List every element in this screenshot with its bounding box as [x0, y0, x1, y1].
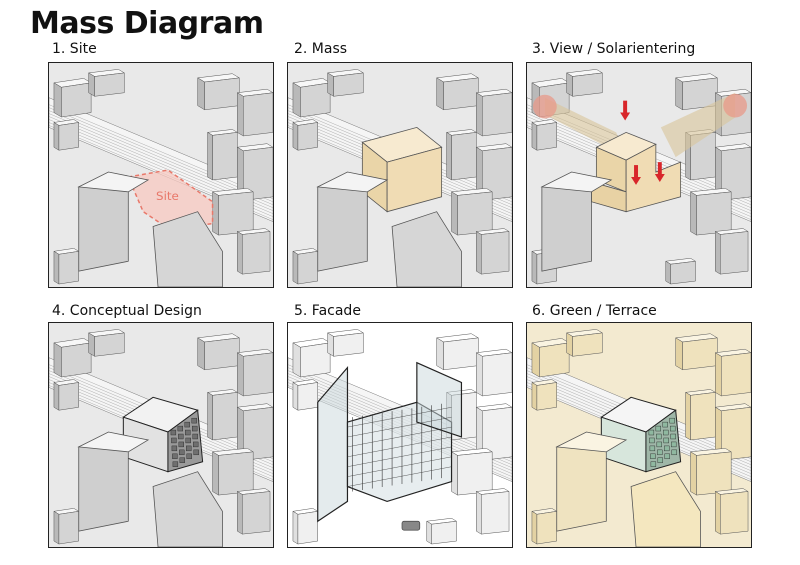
site-diagram: Site — [49, 69, 273, 287]
stepped-building — [630, 471, 701, 547]
mass-diagram — [288, 69, 512, 287]
stepped-building — [391, 211, 462, 287]
view-diagram — [527, 69, 751, 285]
stepped-mass — [591, 131, 682, 213]
page-title: Mass Diagram — [30, 6, 264, 41]
panel-label-site: 1. Site — [52, 41, 97, 57]
stepped-building — [152, 471, 223, 547]
panel-green — [526, 322, 752, 548]
facade-panel-right — [416, 361, 463, 438]
site-annotation: Site — [156, 189, 179, 203]
tower-building — [316, 171, 389, 272]
terrace-grid — [648, 417, 677, 467]
facade-panel-left — [317, 365, 349, 523]
red-arrow-icon — [620, 100, 631, 121]
terraced-mass — [122, 396, 204, 473]
red-arrow-icon — [654, 162, 665, 182]
stepped-building — [152, 211, 223, 287]
panel-label-mass: 2. Mass — [294, 41, 348, 57]
car-icon — [401, 520, 421, 531]
green-terraced-mass — [600, 396, 682, 473]
tower-building — [555, 431, 628, 532]
tower-building — [77, 171, 150, 272]
terrace-grid — [170, 417, 199, 467]
panel-site: Site — [48, 62, 274, 288]
panel-label-view: 3. View / Solarientering — [532, 41, 696, 57]
tower-building — [77, 431, 150, 532]
sun-circle-left — [532, 94, 557, 119]
facade-diagram — [288, 329, 512, 545]
panel-label-facade: 5. Facade — [294, 303, 361, 319]
panel-conceptual — [48, 322, 274, 548]
panel-label-green: 6. Green / Terrace — [532, 303, 657, 319]
green-diagram — [527, 329, 751, 547]
sun-circle-right — [723, 93, 748, 118]
panel-view — [526, 62, 752, 288]
panel-mass — [287, 62, 513, 288]
panel-facade — [287, 322, 513, 548]
mass-block — [361, 126, 443, 213]
city-context — [49, 69, 273, 285]
view-cone-right — [660, 92, 736, 158]
facade-mullions — [347, 403, 452, 492]
tower-building — [540, 171, 613, 272]
red-arrow-icon — [631, 165, 641, 185]
conceptual-diagram — [49, 329, 273, 547]
panel-label-conceptual: 4. Conceptual Design — [52, 303, 202, 319]
